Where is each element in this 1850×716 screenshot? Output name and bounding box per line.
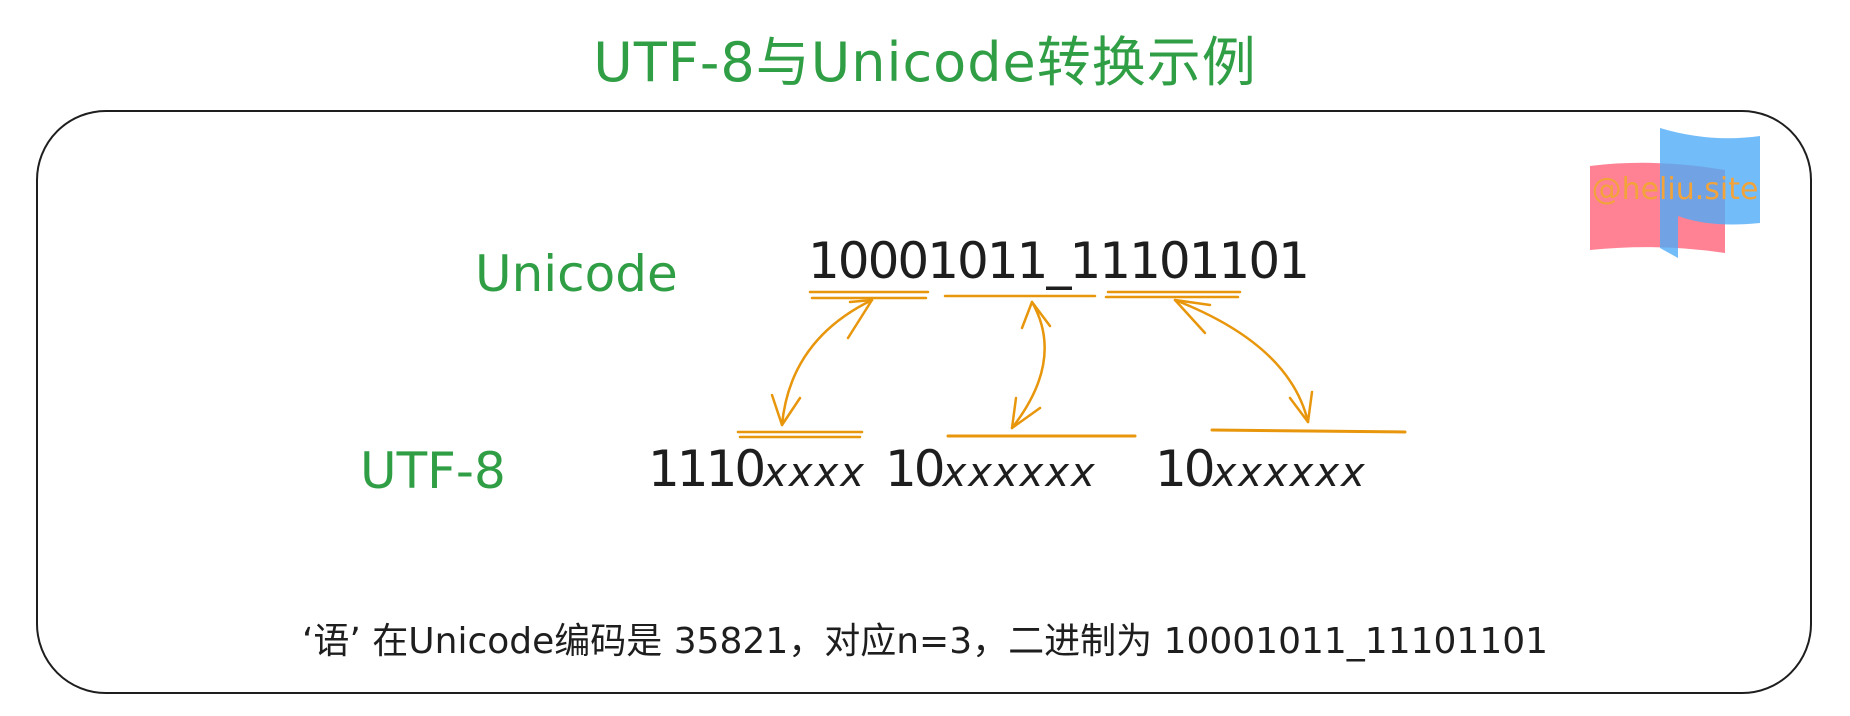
caption-text: ‘语’ 在Unicode编码是 35821，对应n=3，二进制为 1000101… xyxy=(301,621,1549,662)
arrow-1-curve xyxy=(780,298,874,427)
arrow-3-head-bottom xyxy=(1288,390,1314,424)
utf8-byte-2-prefix: 10 xyxy=(885,440,946,498)
utf8-byte-3-prefix: 10 xyxy=(1155,440,1216,498)
unicode-bits: 10001011_11101101 xyxy=(808,232,1310,290)
utf8-byte-3-fill: xxxxxx xyxy=(1212,450,1367,496)
utf8-underline-3 xyxy=(1210,428,1407,434)
logo-blue-flag xyxy=(1660,128,1760,258)
watermark-logo xyxy=(1590,128,1760,258)
utf8-underline-1 xyxy=(736,430,864,439)
diagram-frame xyxy=(36,110,1812,694)
arrow-1-head-top xyxy=(846,298,874,340)
utf8-byte-1-fill: xxxx xyxy=(763,450,866,496)
utf8-byte-1-prefix: 1110 xyxy=(648,440,766,498)
arrow-3-head-top xyxy=(1173,298,1212,335)
utf8-byte-3: 10xxxxxx xyxy=(1155,440,1367,498)
watermark-text: @heliu.site xyxy=(1591,172,1759,207)
unicode-underline-1 xyxy=(808,290,930,300)
unicode-underline-3 xyxy=(1104,290,1242,299)
unicode-label: Unicode xyxy=(475,245,678,303)
diagram-title: UTF-8与Unicode转换示例 xyxy=(593,31,1257,94)
utf8-byte-1: 1110xxxx xyxy=(648,440,866,498)
arrow-3-curve xyxy=(1173,298,1310,424)
arrow-2-head-bottom xyxy=(1010,396,1042,430)
utf8-byte-2: 10xxxxxx xyxy=(885,440,1097,498)
arrow-1-head-bottom xyxy=(770,393,802,427)
utf8-label: UTF-8 xyxy=(360,442,506,500)
arrow-2-head-top xyxy=(1020,300,1052,330)
utf8-byte-2-fill: xxxxxx xyxy=(942,450,1097,496)
arrow-2-curve xyxy=(1010,300,1046,430)
